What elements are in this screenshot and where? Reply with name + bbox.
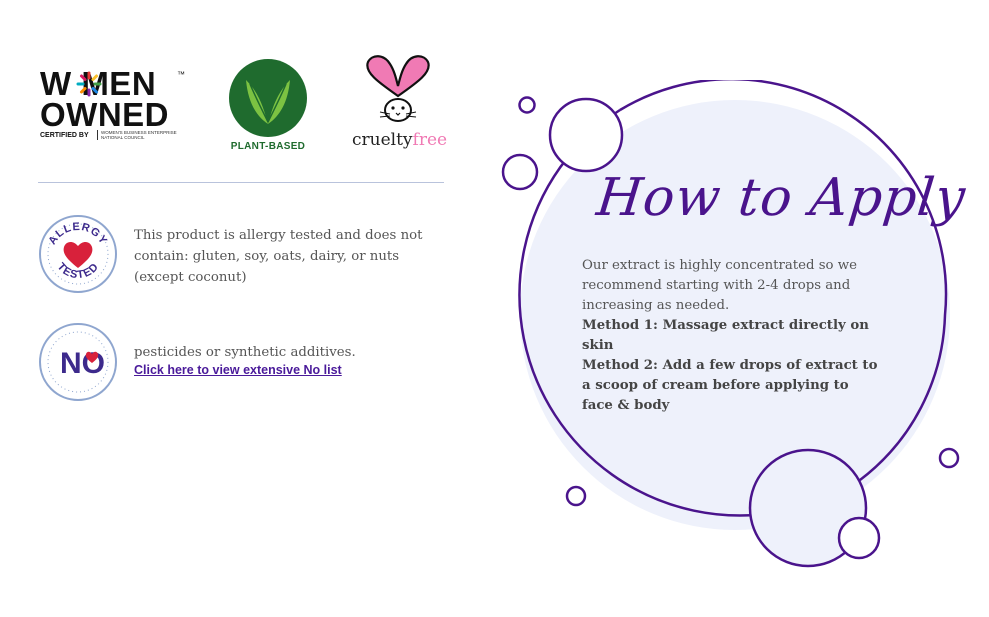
allergy-description: This product is allergy tested and does … [134, 228, 423, 285]
women-owned-line1: W MEN [40, 65, 157, 102]
plant-based-label: PLANT-BASED [230, 141, 306, 152]
free-word: free [412, 130, 448, 150]
council-label: WOMEN'S BUSINESS ENTERPRISE NATIONAL COU… [97, 130, 181, 140]
women-owned-logo: W MEN OWNED ™ CERTIFIED BY WOMEN'S BUSIN… [40, 65, 188, 148]
no-badge-text: NO [60, 347, 105, 380]
allergy-tested-badge-icon: ALLERGY TESTED [39, 215, 117, 293]
heart-icon [63, 241, 93, 268]
no-badge-icon: NO [39, 323, 117, 401]
cruelty-free-logo: crueltyfree [350, 52, 447, 156]
cruelty-free-label: crueltyfree [352, 130, 447, 150]
divider [38, 182, 444, 183]
plant-based-logo: PLANT-BASED [226, 58, 310, 158]
women-owned-line2: OWNED [40, 96, 169, 133]
apply-intro: Our extract is highly concentrated so we… [582, 258, 858, 313]
svg-text:TESTED: TESTED [55, 261, 102, 282]
certified-by-label: CERTIFIED BY [40, 132, 89, 139]
how-to-apply-body: Our extract is highly concentrated so we… [582, 256, 882, 416]
leaf-v-icon [229, 59, 307, 137]
apply-method-2: Method 2: Add a few drops of extract to … [582, 358, 878, 413]
no-description: pesticides or synthetic additives. [134, 345, 356, 360]
allergy-badge-bottom-text: TESTED [55, 261, 101, 282]
logo-row: W MEN OWNED ™ CERTIFIED BY WOMEN'S BUSIN… [38, 52, 447, 162]
trademark-symbol: ™ [177, 70, 185, 79]
multicolor-o-icon [76, 71, 102, 97]
how-to-apply-bubble [501, 80, 960, 568]
certifications-panel: W MEN OWNED ™ CERTIFIED BY WOMEN'S BUSIN… [0, 0, 470, 617]
cruelty-word: cruelty [352, 130, 413, 150]
no-list-link[interactable]: Click here to view extensive No list [134, 363, 342, 377]
how-to-apply-title: How to Apply [593, 168, 969, 228]
small-heart-icon [85, 351, 99, 363]
bunny-heart-icon [366, 55, 430, 122]
apply-method-1: Method 1: Massage extract directly on sk… [582, 318, 869, 353]
